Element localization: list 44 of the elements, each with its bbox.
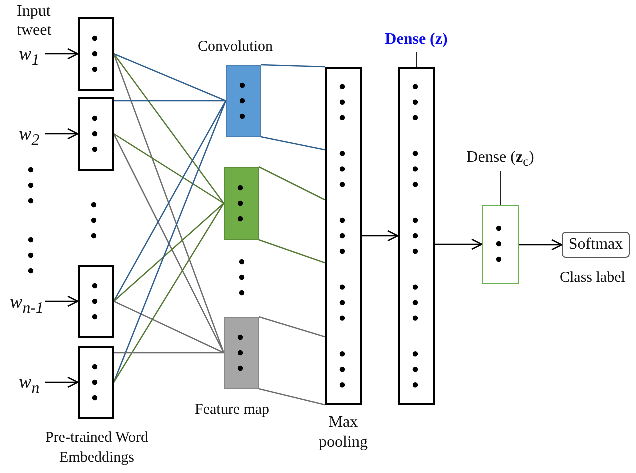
layer-label: Max pooling	[318, 413, 369, 453]
connection-line	[258, 316, 326, 406]
arrow	[45, 128, 79, 140]
layer-box	[398, 67, 435, 405]
arrow	[45, 376, 79, 388]
softmax-box: Softmax	[562, 232, 630, 258]
arrow	[435, 238, 483, 250]
connection-line	[113, 100, 227, 302]
layer-label: Pre-trained Word Embeddings	[44, 429, 150, 468]
layer-label: Dense (z$_{c}$)	[466, 149, 536, 170]
arrow	[362, 230, 399, 242]
layer-box	[78, 17, 114, 91]
output-caption: Class label	[560, 270, 626, 286]
input-caption: Input tweet	[17, 2, 53, 40]
layer-box	[482, 205, 519, 284]
connection-line	[113, 203, 225, 383]
connection-line	[258, 166, 326, 264]
layer-box	[78, 97, 114, 171]
layer-label: Feature map	[195, 402, 270, 418]
connection-line	[260, 64, 326, 151]
layer-label: Convolution	[198, 39, 274, 56]
arrow	[45, 296, 79, 308]
layer-box	[325, 67, 362, 405]
feature-map-box	[226, 65, 261, 137]
feature-map-box	[224, 317, 259, 389]
word-label: w$_{1}$	[19, 44, 45, 66]
connection-line	[114, 53, 226, 102]
arrow	[519, 239, 563, 251]
word-label: w$_{n}$	[19, 372, 45, 394]
layer-box	[78, 346, 114, 419]
connection-line	[113, 134, 225, 354]
feature-map-box	[224, 167, 259, 240]
word-label: w$_{2}$	[19, 124, 45, 146]
layer-box	[78, 265, 114, 338]
layer-label: Dense (z)	[384, 31, 449, 49]
connection-line	[114, 100, 226, 102]
arrow	[45, 48, 79, 60]
connection-line	[114, 203, 224, 302]
connection-line	[114, 352, 224, 354]
connection-line	[114, 133, 224, 204]
connection-line	[113, 54, 225, 204]
connection-line	[113, 54, 225, 354]
connection-line	[114, 300, 224, 354]
word-label: w$_{n-1}$	[10, 292, 45, 314]
